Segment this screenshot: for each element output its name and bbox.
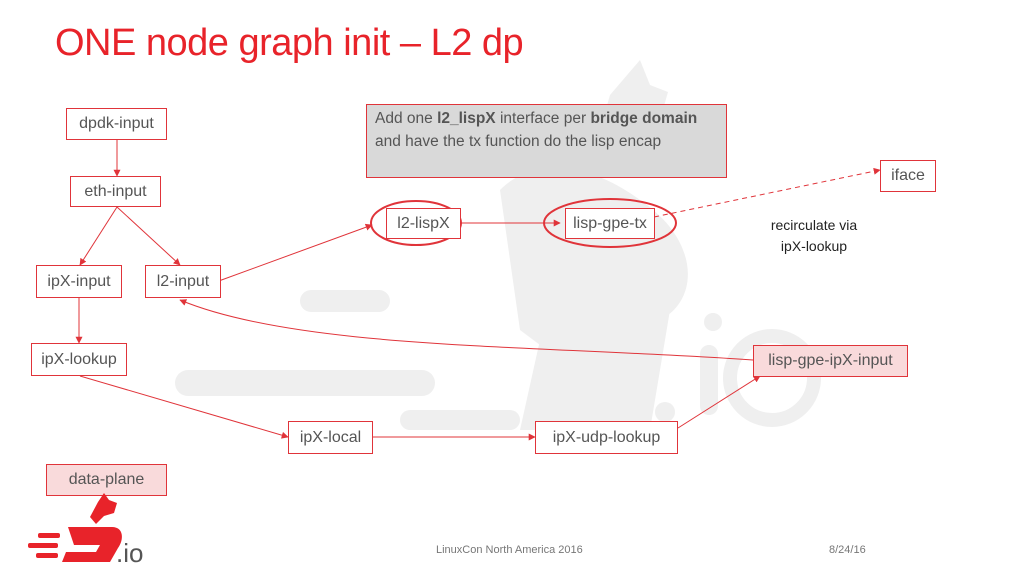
- edge-gpe-tx-to-iface: [653, 167, 881, 218]
- callout-text-1: Add one: [375, 110, 438, 127]
- callout-bold-1: l2_lispX: [437, 110, 496, 127]
- node-data-plane: data-plane: [46, 464, 167, 496]
- edge-lookup-to-local: [79, 375, 289, 439]
- slide-title: ONE node graph init – L2 dp: [55, 22, 524, 64]
- recirculate-note: recirculate via ipX-lookup: [754, 215, 874, 257]
- node-dpdk-input: dpdk-input: [66, 108, 167, 140]
- edge-eth-to-l2-input: [116, 206, 181, 266]
- highlight-ring-l2-lispx: [370, 200, 462, 246]
- callout-text-3: and have the tx function do the lisp enc…: [375, 132, 662, 150]
- logo-dog-icon: [90, 493, 117, 524]
- logo-text: .io: [116, 538, 143, 568]
- node-ipx-udp-lookup: ipX-udp-lookup: [535, 421, 678, 454]
- recirculate-note-line-2: ipX-lookup: [780, 238, 848, 254]
- edge-udp-lookup-to-gpe-ipx-input: [677, 375, 761, 429]
- node-ipx-input: ipX-input: [36, 265, 122, 298]
- node-ipx-lookup: ipX-lookup: [31, 343, 127, 376]
- node-iface: iface: [880, 160, 936, 192]
- callout-text-2: interface per: [495, 110, 591, 127]
- footer-date: 8/24/16: [829, 544, 866, 556]
- edge-l2-input-to-lispx: [215, 223, 373, 283]
- callout-box: Add one l2_lispX interface per bridge do…: [366, 104, 727, 178]
- edge-gpe-ipx-input-to-l2-input: [179, 299, 754, 361]
- highlight-ring-lisp-gpe-tx: [543, 198, 677, 248]
- node-lisp-gpe-ipx-input: lisp-gpe-ipX-input: [753, 345, 908, 377]
- node-ipx-local: ipX-local: [288, 421, 373, 454]
- edge-eth-to-ipx-input: [79, 206, 118, 266]
- node-eth-input: eth-input: [70, 176, 161, 207]
- node-lisp-gpe-tx: lisp-gpe-tx: [565, 208, 655, 239]
- callout-bold-2: bridge domain: [590, 110, 698, 127]
- node-l2-input: l2-input: [145, 265, 221, 298]
- footer-conference: LinuxCon North America 2016: [436, 544, 583, 556]
- recirculate-note-line-1: recirculate via: [770, 217, 858, 233]
- node-l2-lispx: l2-lispX: [386, 208, 461, 239]
